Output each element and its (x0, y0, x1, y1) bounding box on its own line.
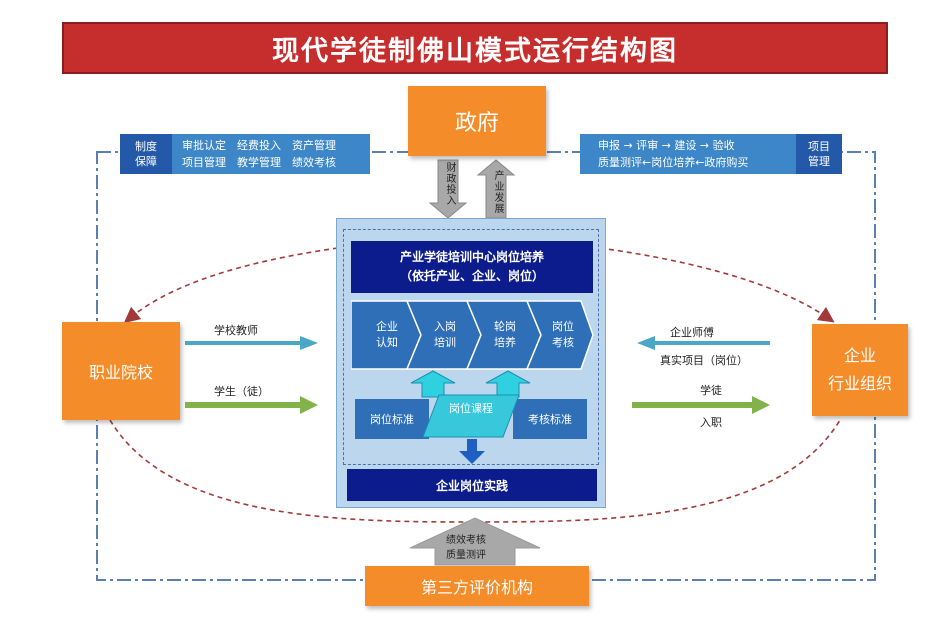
cyan-up-arrows (410, 370, 531, 398)
center-footer: 企业岗位实践 (347, 469, 597, 501)
center-footer-label: 企业岗位实践 (435, 478, 508, 493)
left-panel-body: 审批认定 经费投入 资产管理 项目管理 教学管理 绩效考核 (172, 134, 370, 174)
arrow-teacher (185, 336, 318, 350)
left-tag-line1: 制度 (135, 140, 157, 153)
college-node: 职业院校 (62, 322, 180, 420)
right-panel-body: 申报 → 评审 → 建设 → 验收 质量测评←岗位培养←政府购买 (580, 134, 796, 174)
left-panel-row1: 审批认定 经费投入 资产管理 (182, 139, 336, 152)
employment-label: 入职 (700, 416, 722, 429)
government-label: 政府 (454, 111, 499, 136)
third-party-label: 第三方评价机构 (420, 578, 533, 597)
center-block: 产业学徒培训中心岗位培养 （依托产业、企业、岗位） 企业 认知 入岗 培训 轮岗… (336, 218, 606, 508)
step-2: 入岗 培训 (423, 319, 467, 351)
apprentice-label: 学徒 (700, 384, 722, 397)
step-2-line2: 培训 (434, 336, 456, 349)
right-panel: 申报 → 评审 → 建设 → 验收 质量测评←岗位培养←政府购买 项目 管理 (580, 134, 842, 174)
step-1: 企业 认知 (365, 319, 409, 351)
chevron-4 (525, 300, 594, 370)
standard-left-label: 岗位标准 (370, 413, 414, 426)
right-tag-line2: 管理 (808, 155, 830, 168)
center-header: 产业学徒培训中心岗位培养 （依托产业、企业、岗位） (351, 241, 593, 293)
cyan-up-arrow-right (485, 370, 531, 398)
right-panel-tag: 项目 管理 (796, 134, 842, 174)
ellipse-top-left (123, 247, 339, 324)
center-header-line2: （依托产业、企业、岗位） (399, 269, 544, 283)
step-1-line1: 企业 (376, 320, 398, 333)
industry-development-label: 产业发展 (492, 170, 503, 214)
center-inner-frame (343, 229, 599, 465)
arrow-student (185, 396, 318, 414)
arrow-industry-up (476, 159, 516, 219)
standard-right-label: 考核标准 (528, 413, 572, 426)
arrow-apprentice (632, 396, 770, 414)
arrow-evaluation-up (409, 517, 541, 566)
student-label: 学生（徒） (214, 385, 269, 398)
step-4: 岗位 考核 (541, 319, 585, 351)
standard-right: 考核标准 (513, 399, 587, 439)
college-label: 职业院校 (88, 363, 153, 382)
page-title: 现代学徒制佛山模式运行结构图 (62, 22, 888, 74)
school-teacher-label: 学校教师 (214, 324, 258, 337)
step-3: 轮岗 培养 (483, 319, 527, 351)
third-party-node: 第三方评价机构 (365, 566, 589, 606)
course-parallelogram (423, 394, 519, 438)
standard-left: 岗位标准 (355, 399, 429, 439)
center-header-line1: 产业学徒培训中心岗位培养 (399, 250, 544, 264)
right-panel-row2: 质量测评←岗位培养←政府购买 (598, 156, 749, 169)
step-4-line1: 岗位 (552, 320, 574, 333)
step-3-line1: 轮岗 (494, 320, 516, 333)
enterprise-node: 企业 行业组织 (812, 324, 908, 416)
step-1-line2: 认知 (376, 336, 398, 349)
left-tag-line2: 保障 (135, 155, 157, 168)
standard-middle-label: 岗位课程 (449, 402, 493, 415)
ellipse-top-right (599, 247, 835, 323)
blue-down-arrow (459, 439, 485, 464)
step-3-line2: 培养 (494, 336, 516, 349)
step-4-line2: 考核 (552, 336, 574, 349)
left-panel-row2: 项目管理 教学管理 绩效考核 (182, 156, 336, 169)
evaluation-line1: 绩效考核 (446, 535, 486, 546)
government-node: 政府 (408, 86, 546, 156)
enterprise-mentor-label: 企业师傅 (670, 326, 714, 339)
left-panel: 制度 保障 审批认定 经费投入 资产管理 项目管理 教学管理 绩效考核 (120, 134, 370, 174)
arrow-mentor (637, 336, 770, 350)
ellipse-bottom (109, 419, 841, 523)
step-chevrons (351, 300, 594, 370)
fiscal-investment-label: 财政投入 (444, 162, 455, 206)
step-2-line1: 入岗 (434, 320, 456, 333)
left-panel-tag: 制度 保障 (120, 134, 172, 174)
arrow-fiscal-down (428, 159, 468, 219)
right-panel-row1: 申报 → 评审 → 建设 → 验收 (598, 139, 735, 152)
right-tag-line1: 项目 (808, 140, 830, 153)
standard-middle: 岗位课程 (437, 393, 505, 423)
evaluation-line2: 质量测评 (446, 550, 486, 561)
enterprise-label-line1: 企业 (843, 346, 876, 365)
real-project-label: 真实项目（岗位） (660, 354, 748, 367)
enterprise-label-line2: 行业组织 (827, 374, 892, 393)
